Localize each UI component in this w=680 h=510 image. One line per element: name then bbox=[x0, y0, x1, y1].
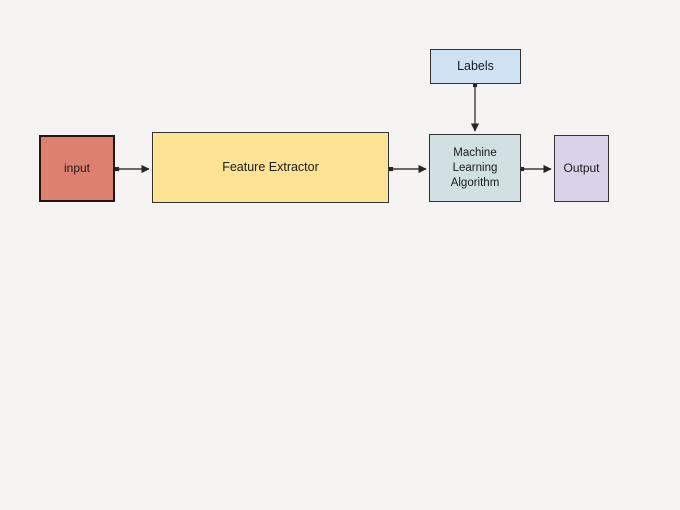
node-output-label: Output bbox=[563, 161, 600, 175]
node-output: Output bbox=[554, 135, 609, 202]
node-labels: Labels bbox=[430, 49, 521, 84]
node-ml-algorithm-label: Machine Learning Algorithm bbox=[451, 146, 500, 191]
node-input: input bbox=[39, 135, 115, 202]
node-labels-label: Labels bbox=[457, 59, 494, 73]
ml-line-3: Algorithm bbox=[450, 176, 500, 189]
ml-line-2: Learning bbox=[452, 161, 498, 174]
node-feature-extractor-label: Feature Extractor bbox=[222, 160, 319, 174]
node-feature-extractor: Feature Extractor bbox=[152, 132, 389, 203]
node-ml-algorithm: Machine Learning Algorithm bbox=[429, 134, 521, 202]
ml-line-1: Machine bbox=[453, 146, 497, 159]
node-input-label: input bbox=[63, 161, 91, 175]
